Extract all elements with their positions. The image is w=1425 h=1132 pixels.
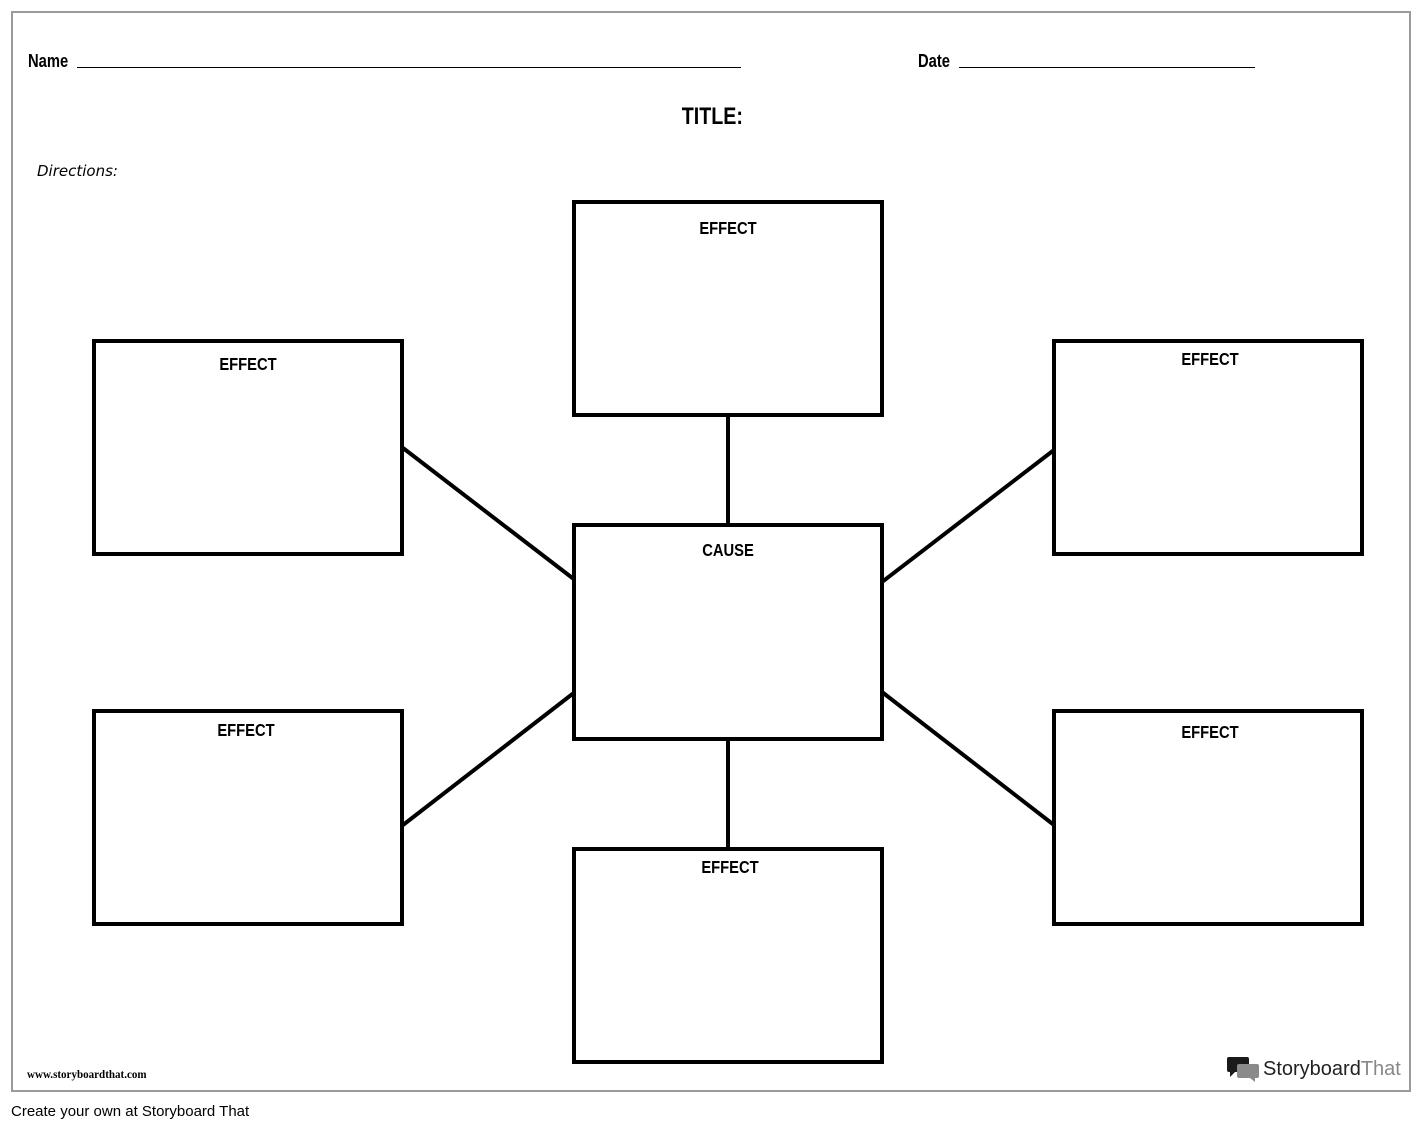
connector-lower-right [880, 690, 1056, 827]
connector-upper-left [401, 446, 577, 582]
title-text: TITLE: [681, 103, 744, 130]
cause-box[interactable] [572, 523, 884, 741]
date-label: Date [918, 51, 950, 71]
effect-box-lower-left[interactable] [92, 709, 404, 926]
effect-box-upper-right[interactable] [1052, 339, 1364, 556]
effect-box-lower-right[interactable] [1052, 709, 1364, 926]
effect-box-top[interactable] [572, 200, 884, 417]
effect-label-top: EFFECT [699, 219, 756, 239]
effect-label-lower-right: EFFECT [1181, 723, 1238, 743]
connector-lower-left [401, 690, 577, 827]
directions-label: Directions: [37, 162, 118, 180]
logo-text: StoryboardThat [1263, 1058, 1401, 1081]
logo-text-dark: Storyboard [1263, 1057, 1361, 1080]
worksheet-title: TITLE: [0, 103, 1425, 131]
create-your-own-link[interactable]: Create your own at Storyboard That [11, 1103, 250, 1120]
cause-label: CAUSE [702, 541, 754, 561]
effect-label-upper-left: EFFECT [219, 355, 276, 375]
effect-box-upper-left[interactable] [92, 339, 404, 556]
name-field-line[interactable] [77, 67, 741, 68]
storyboardthat-logo: StoryboardThat [1227, 1055, 1401, 1083]
effect-box-bottom[interactable] [572, 847, 884, 1064]
name-label: Name [28, 51, 69, 71]
effect-label-bottom: EFFECT [701, 858, 758, 878]
speech-bubbles-icon [1227, 1057, 1259, 1082]
logo-text-light: That [1360, 1057, 1401, 1080]
connector-upper-right [880, 448, 1056, 584]
effect-label-lower-left: EFFECT [217, 721, 274, 741]
effect-label-upper-right: EFFECT [1181, 350, 1238, 370]
website-url: www.storyboardthat.com [27, 1067, 147, 1081]
date-field-line[interactable] [959, 67, 1255, 68]
